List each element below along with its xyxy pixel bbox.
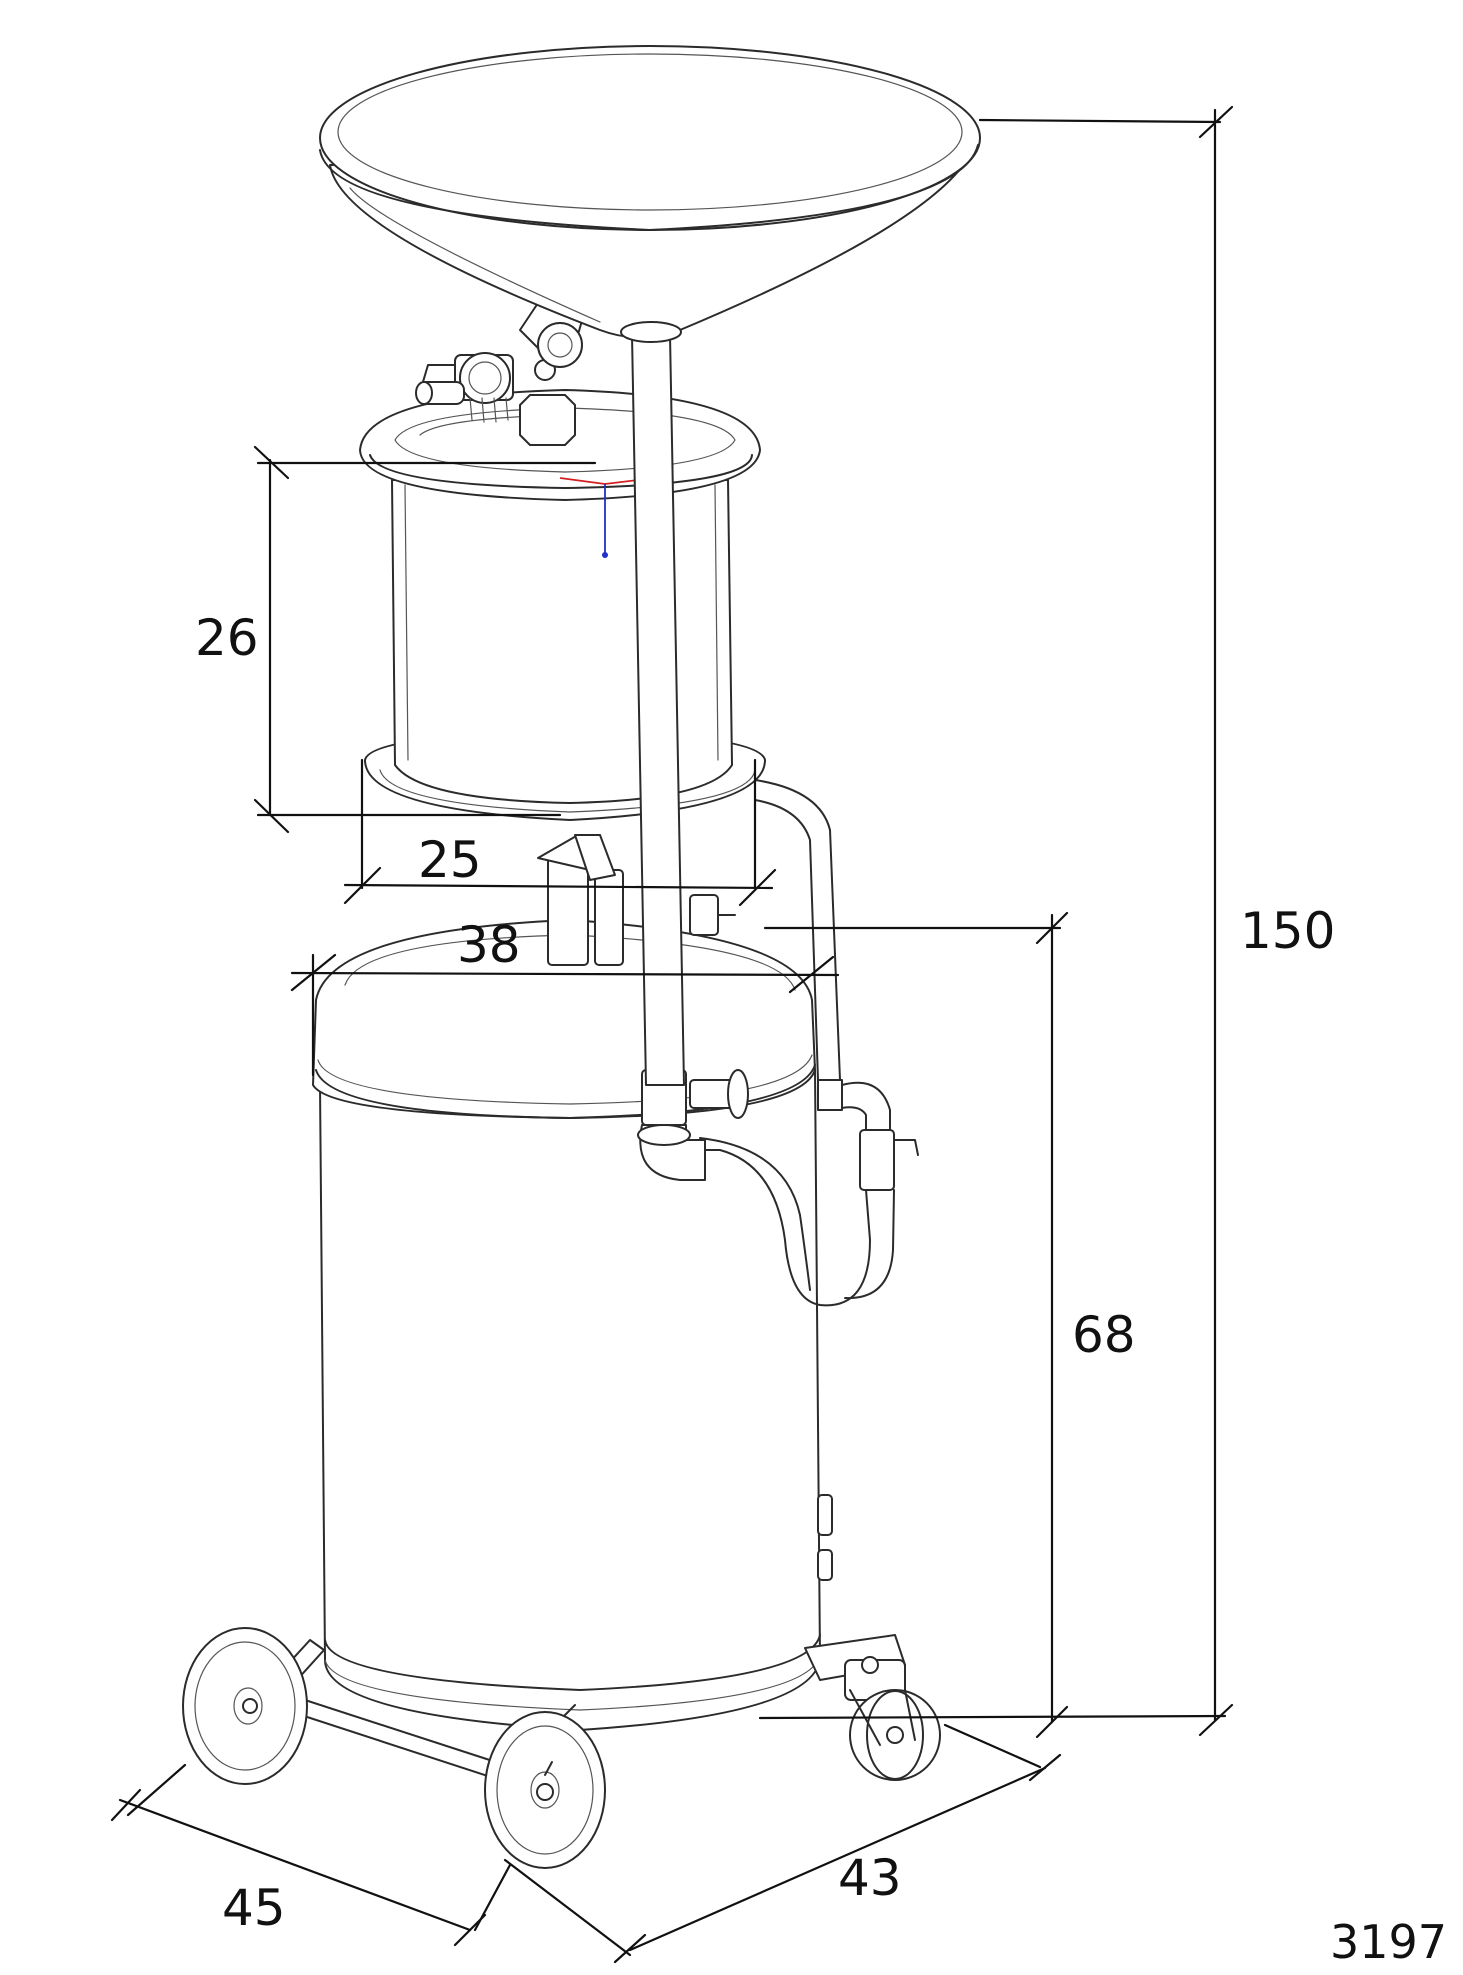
lower-tank xyxy=(312,919,833,1731)
dimension-label-25: 25 xyxy=(418,831,482,889)
left-wheel xyxy=(182,1627,308,1785)
dimension-label-43: 43 xyxy=(838,1849,902,1907)
wheel-base xyxy=(254,1634,941,1781)
front-wheel xyxy=(484,1711,606,1869)
dimension-lines xyxy=(110,105,1234,1964)
funnel xyxy=(319,45,981,343)
dimension-label-68: 68 xyxy=(1072,1306,1136,1364)
drawing-code: 3197 xyxy=(1330,1915,1447,1969)
dimension-label-45: 45 xyxy=(222,1879,286,1937)
dimension-label-38: 38 xyxy=(457,916,521,974)
dimension-label-150: 150 xyxy=(1240,902,1335,960)
dimension-label-26: 26 xyxy=(195,609,259,667)
